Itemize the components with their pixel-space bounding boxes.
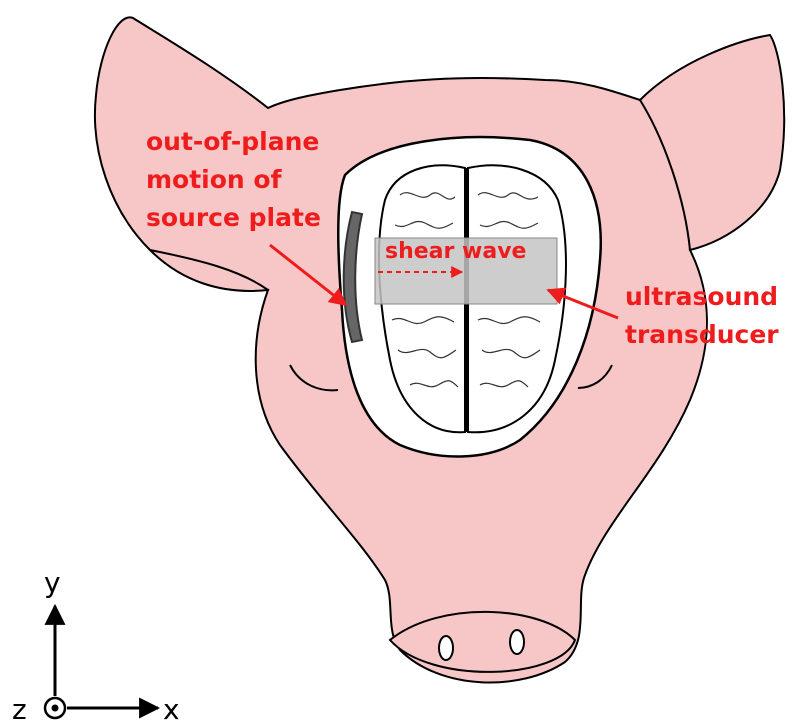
source-plate-label-line-1: out-of-plane — [146, 127, 319, 156]
source-plate-label-line-2: motion of — [146, 165, 283, 194]
y-axis-label: y — [44, 566, 61, 599]
x-axis-label: x — [163, 693, 180, 726]
coordinate-axes: y x z — [12, 566, 180, 726]
transducer-label-line-1: ultrasound — [625, 282, 778, 311]
right-nostril — [510, 630, 524, 654]
z-axis-dot — [52, 705, 59, 712]
z-axis-label: z — [12, 693, 27, 726]
transducer-label-line-2: transducer — [625, 320, 779, 349]
source-plate-label-line-3: source plate — [146, 203, 321, 232]
shear-wave-label: shear wave — [385, 239, 526, 264]
left-nostril — [439, 636, 453, 660]
